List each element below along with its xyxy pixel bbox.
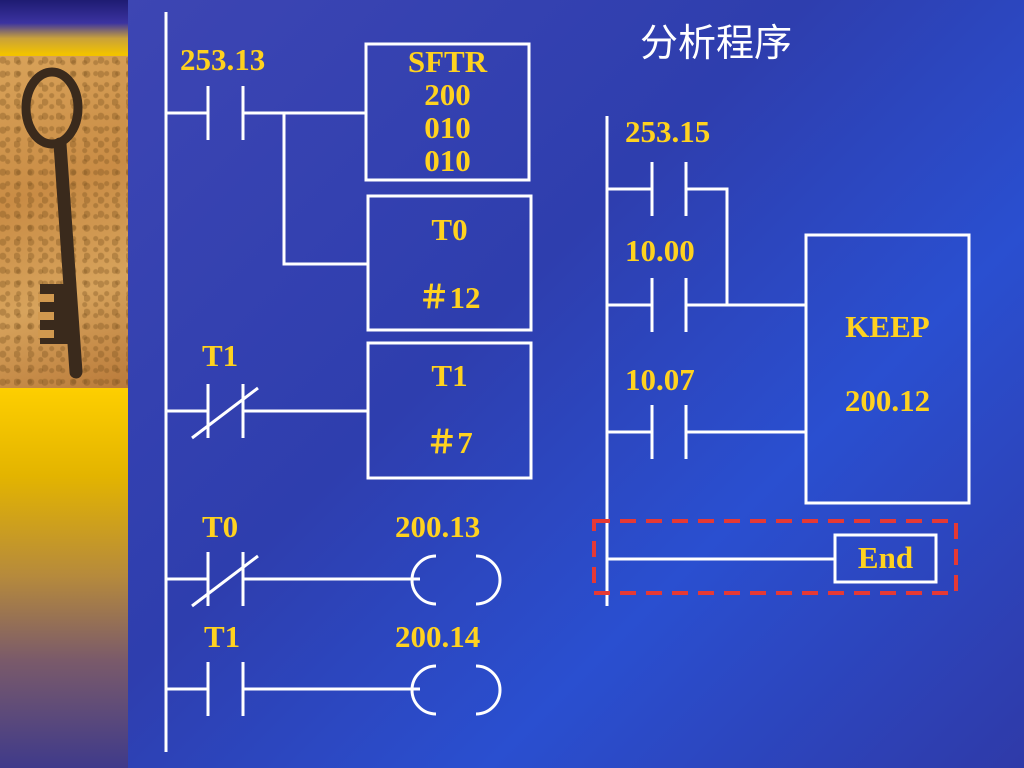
label-coil-200-14: 200.14	[395, 619, 481, 654]
label-253-13: 253.13	[180, 42, 266, 77]
timer-t1-value: ＃7	[426, 425, 473, 460]
label-coil-200-13: 200.13	[395, 509, 481, 544]
timer-t0-name: T0	[431, 212, 468, 247]
label-10-00: 10.00	[625, 233, 695, 268]
timer-t0-value: ＃12	[418, 280, 481, 315]
label-t0-nc: T0	[202, 509, 239, 544]
end-highlight-dashed-box	[592, 519, 958, 595]
keep-address: 200.12	[844, 383, 931, 418]
keep-name: KEEP	[845, 309, 930, 344]
sftr-line1: 200	[424, 77, 471, 112]
left-ladder-wires	[164, 12, 533, 752]
end-label: End	[857, 540, 914, 575]
keep-box	[804, 233, 971, 505]
label-10-07: 10.07	[625, 362, 695, 397]
timer-t1-box	[366, 341, 533, 480]
label-t1-nc: T1	[202, 338, 239, 373]
sftr-line2: 010	[424, 110, 471, 145]
right-ladder-wires	[605, 116, 971, 606]
key-icon	[21, 67, 83, 379]
sftr-line3: 010	[424, 143, 471, 178]
coil-200-13	[410, 554, 437, 606]
sftr-box	[364, 42, 531, 182]
key-photo	[0, 56, 128, 388]
timer-t1-name: T1	[431, 358, 468, 393]
timer-t0-box	[366, 194, 533, 332]
coil-200-14	[410, 664, 437, 716]
sftr-name: SFTR	[407, 44, 488, 79]
end-box	[833, 533, 938, 584]
label-253-15: 253.15	[625, 114, 711, 149]
slide-title: 分析程序	[640, 21, 793, 65]
label-t1-no: T1	[204, 619, 241, 654]
